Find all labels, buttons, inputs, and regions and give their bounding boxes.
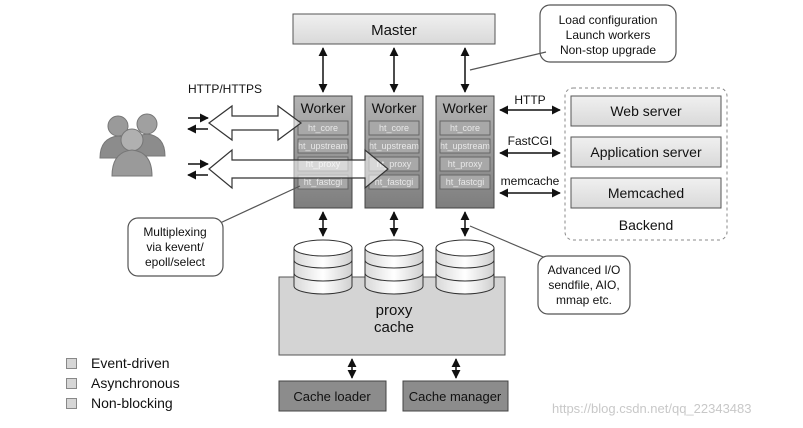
cache-loader-box: Cache loader xyxy=(278,380,387,412)
worker-3-module-2: ht_upstream xyxy=(440,141,490,151)
worker-3-label: Worker xyxy=(443,100,488,116)
master-note-callout: Load configuration Launch workers Non-st… xyxy=(469,4,677,71)
master-box: Master xyxy=(292,13,496,45)
clients-icon xyxy=(99,113,166,177)
disk-icon xyxy=(364,239,424,295)
aio-line-2: sendfile, AIO, xyxy=(548,278,619,292)
backend-application-server: Application server xyxy=(590,144,702,160)
master-note-line-2: Launch workers xyxy=(566,28,651,42)
worker-2-module-4: ht_fastcgi xyxy=(375,177,414,187)
proxy-cache-line-2: cache xyxy=(374,319,414,336)
legend-label: Non-blocking xyxy=(91,395,173,411)
legend-label: Event-driven xyxy=(91,355,170,371)
worker-1-module-2: ht_upstream xyxy=(298,141,348,151)
aio-line-1: Advanced I/O xyxy=(548,263,621,277)
worker-1-module-1: ht_core xyxy=(308,123,338,133)
master-label: Master xyxy=(371,22,417,39)
master-note-line-1: Load configuration xyxy=(559,13,658,27)
multiplex-arrow-2 xyxy=(208,148,389,190)
proxy-cache-line-1: proxy xyxy=(376,302,413,319)
multiplexing-line-2: via kevent/ xyxy=(146,240,204,254)
protocol-fastcgi-label: FastCGI xyxy=(508,134,553,148)
watermark: https://blog.csdn.net/qq_22343483 xyxy=(552,401,752,416)
backend-web-server: Web server xyxy=(610,103,682,119)
worker-3-module-4: ht_fastcgi xyxy=(446,177,485,187)
protocol-http-label: HTTP xyxy=(514,93,545,107)
worker-1-label: Worker xyxy=(301,100,346,116)
disk-icon xyxy=(435,239,495,295)
worker-2-module-1: ht_core xyxy=(379,123,409,133)
backend-memcached: Memcached xyxy=(608,185,684,201)
protocol-memcache-label: memcache xyxy=(501,174,560,188)
advanced-io-callout: Advanced I/O sendfile, AIO, mmap etc. xyxy=(469,225,631,315)
multiplexing-line-3: epoll/select xyxy=(145,255,206,269)
cache-loader-label: Cache loader xyxy=(293,389,371,404)
legend-item-event-driven: Event-driven xyxy=(66,355,170,371)
worker-1-module-4: ht_fastcgi xyxy=(304,177,343,187)
legend-square-icon xyxy=(66,377,77,389)
master-note-line-3: Non-stop upgrade xyxy=(560,43,656,57)
multiplexing-line-1: Multiplexing xyxy=(143,225,206,239)
worker-2-module-3: ht_proxy xyxy=(377,159,412,169)
cache-manager-box: Cache manager xyxy=(402,380,509,412)
backend-group: Web server Application server Memcached … xyxy=(564,87,728,241)
worker-3-module-3: ht_proxy xyxy=(448,159,483,169)
worker-2: Worker ht_core ht_upstream ht_proxy ht_f… xyxy=(364,95,424,209)
http-https-label: HTTP/HTTPS xyxy=(188,82,262,96)
legend-item-non-blocking: Non-blocking xyxy=(66,395,173,411)
cache-manager-label: Cache manager xyxy=(409,389,502,404)
legend-square-icon xyxy=(66,397,77,409)
aio-line-3: mmap etc. xyxy=(556,293,612,307)
disk-icon xyxy=(293,239,353,295)
legend-square-icon xyxy=(66,357,77,369)
multiplex-arrow-1 xyxy=(207,104,303,142)
worker-2-module-2: ht_upstream xyxy=(369,141,419,151)
legend-label: Asynchronous xyxy=(91,375,180,391)
legend-item-asynchronous: Asynchronous xyxy=(66,375,180,391)
worker-2-label: Worker xyxy=(372,100,417,116)
multiplexing-callout: Multiplexing via kevent/ epoll/select xyxy=(127,185,301,277)
worker-3: Worker ht_core ht_upstream ht_proxy ht_f… xyxy=(435,95,495,209)
worker-3-module-1: ht_core xyxy=(450,123,480,133)
backend-label: Backend xyxy=(619,217,673,233)
worker-1: Worker ht_core ht_upstream ht_proxy ht_f… xyxy=(293,95,353,209)
